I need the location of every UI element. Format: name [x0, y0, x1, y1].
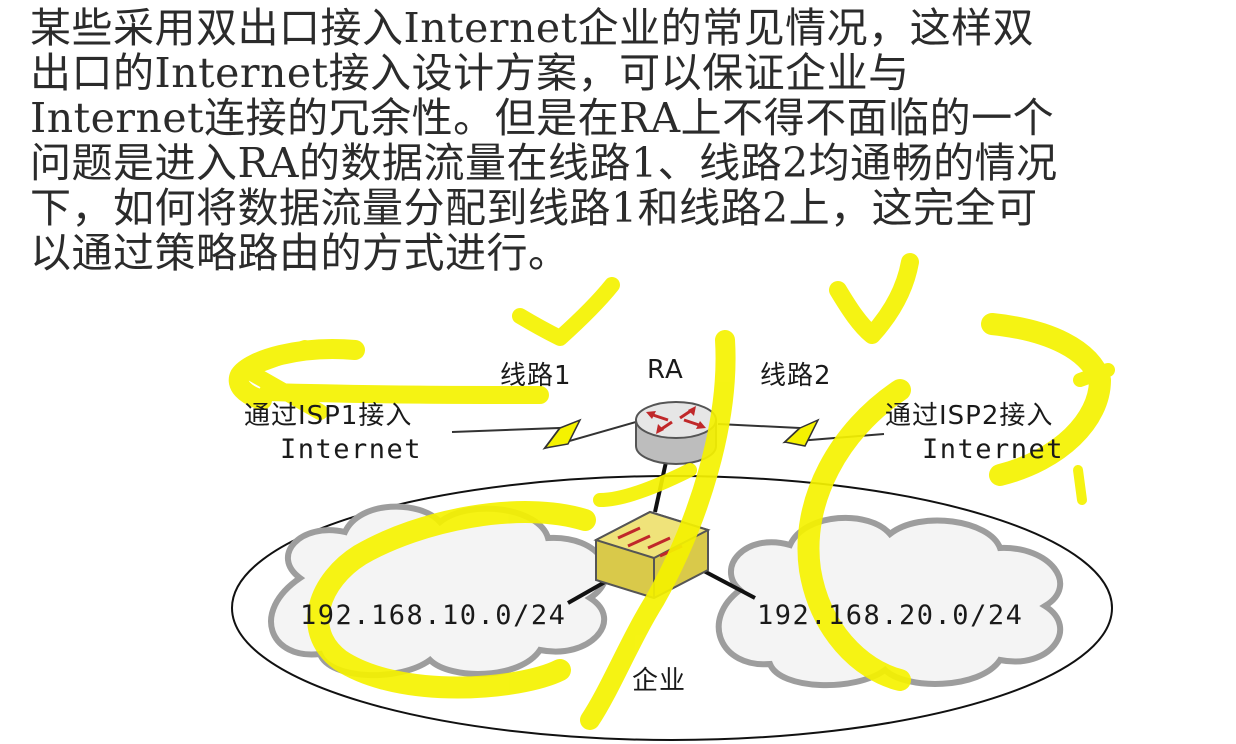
isp1-internet-label: Internet	[280, 434, 423, 465]
highlighter-annotation	[228, 253, 1115, 730]
link2-label: 线路2	[760, 361, 832, 391]
subnet2-label: 192.168.20.0/24	[757, 600, 1024, 631]
intro-line: 问题是进入RA的数据流量在线路1、线路2均通畅的情况	[30, 139, 1058, 187]
intro-line: 出口的Internet接入设计方案，可以保证企业与	[30, 49, 910, 97]
isp2-internet-label: Internet	[922, 434, 1065, 465]
isp2-label: 通过ISP2接入	[885, 401, 1054, 431]
lightning-link-icon	[717, 418, 885, 447]
intro-line: 以通过策略路由的方式进行。	[30, 229, 570, 277]
router-icon	[635, 401, 717, 465]
enterprise-label: 企业	[632, 666, 687, 696]
intro-line: 下，如何将数据流量分配到线路1和线路2上，这完全可	[30, 184, 1038, 232]
lan-link	[701, 568, 756, 600]
router-label: RA	[647, 355, 684, 385]
lightning-link-icon	[451, 418, 637, 450]
intro-paragraph: 某些采用双出口接入Internet企业的常见情况，这样双 出口的Internet…	[30, 6, 1220, 276]
intro-line: 某些采用双出口接入Internet企业的常见情况，这样双	[30, 4, 1035, 52]
link1-label: 线路1	[500, 361, 572, 391]
subnet1-label: 192.168.10.0/24	[300, 600, 567, 631]
isp1-label: 通过ISP1接入	[244, 401, 413, 431]
intro-line: Internet连接的冗余性。但是在RA上不得不面临的一个	[30, 94, 1055, 142]
